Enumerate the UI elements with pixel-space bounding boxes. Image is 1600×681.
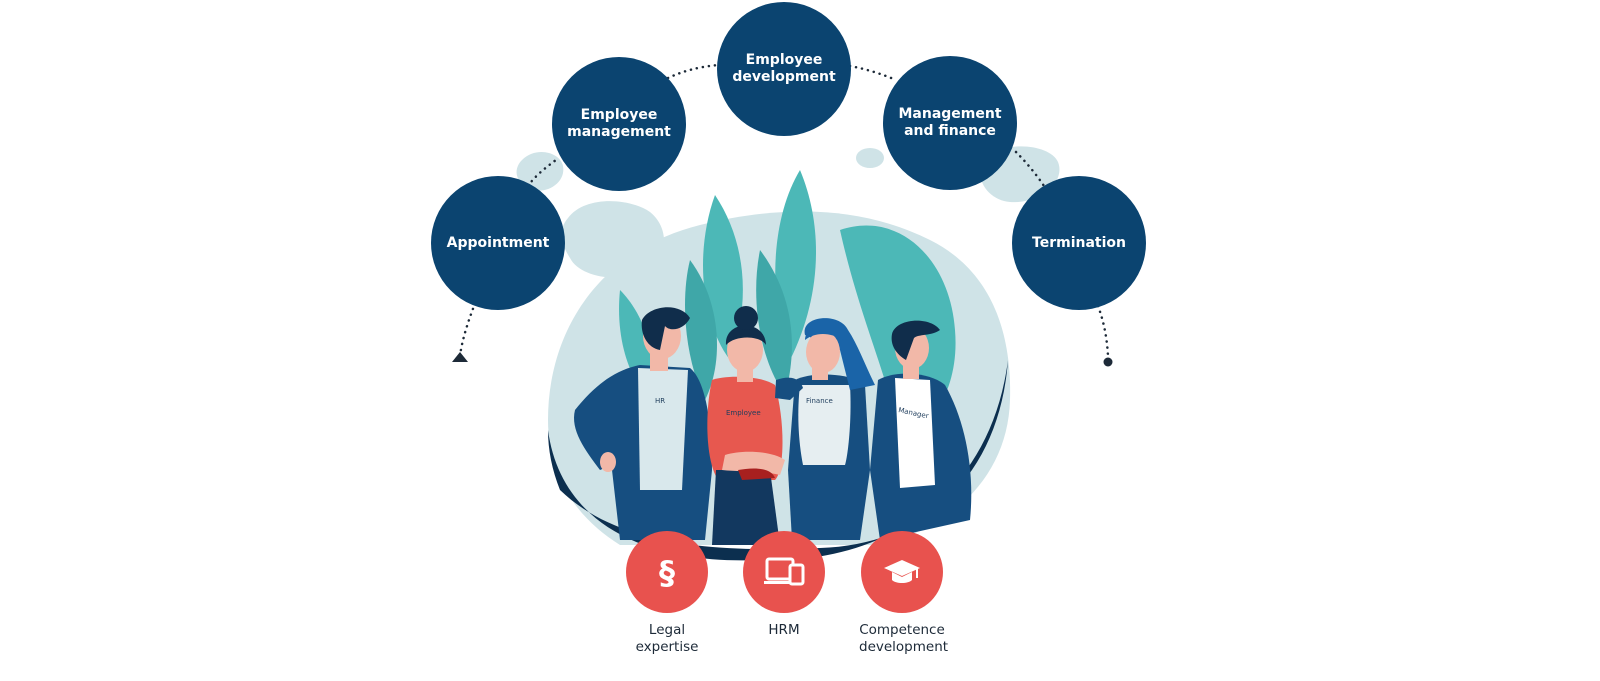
- service-label: Competence development: [859, 622, 949, 655]
- service-label: HRM: [768, 622, 800, 638]
- stage-management-finance[interactable]: Management and finance: [883, 56, 1017, 190]
- connector: [526, 158, 558, 188]
- service-legal-expertise: § Legal expertise: [624, 531, 710, 656]
- hrm-button[interactable]: [743, 531, 825, 613]
- leaf: [756, 250, 792, 395]
- leaf: [685, 260, 717, 400]
- stage-label: Termination: [1032, 234, 1126, 251]
- graduation-cap-icon: [884, 560, 920, 583]
- person-manager: Manager: [870, 320, 972, 540]
- person-hr: HR: [574, 307, 712, 540]
- start-arrow-icon: [452, 352, 468, 362]
- end-dot-icon: [1103, 357, 1113, 367]
- person-finance: Finance: [775, 318, 875, 540]
- lifecycle-connectors: [458, 63, 1110, 358]
- shirt-label-finance: Finance: [806, 397, 833, 405]
- competence-development-button[interactable]: [861, 531, 943, 613]
- section-sign-icon: §: [659, 554, 675, 592]
- stage-label: Appointment: [446, 234, 550, 251]
- person-employee: Employee: [707, 306, 785, 545]
- connector: [848, 64, 898, 82]
- backdrop-blob-dot: [856, 148, 884, 168]
- legal-expertise-button[interactable]: §: [626, 531, 708, 613]
- service-label: Legal expertise: [635, 622, 699, 655]
- devices-icon: [764, 557, 805, 586]
- connector-start: [458, 304, 476, 358]
- connector-end: [1096, 304, 1110, 358]
- shirt-label-employee: Employee: [726, 409, 761, 417]
- stage-employee-development[interactable]: Employee development: [717, 2, 851, 136]
- stage-termination[interactable]: Termination: [1012, 176, 1146, 310]
- shirt-label-hr: HR: [655, 397, 665, 405]
- stage-label: Management and finance: [898, 106, 1002, 139]
- stage-appointment[interactable]: Appointment: [431, 176, 565, 310]
- stage-label: Employee management: [567, 107, 671, 140]
- stage-employee-management[interactable]: Employee management: [552, 57, 686, 191]
- service-hrm: HRM: [741, 531, 827, 639]
- service-competence-development: Competence development: [859, 531, 949, 656]
- svg-text:§: §: [659, 554, 675, 592]
- connector: [666, 63, 720, 80]
- stage-label: Employee development: [732, 52, 836, 85]
